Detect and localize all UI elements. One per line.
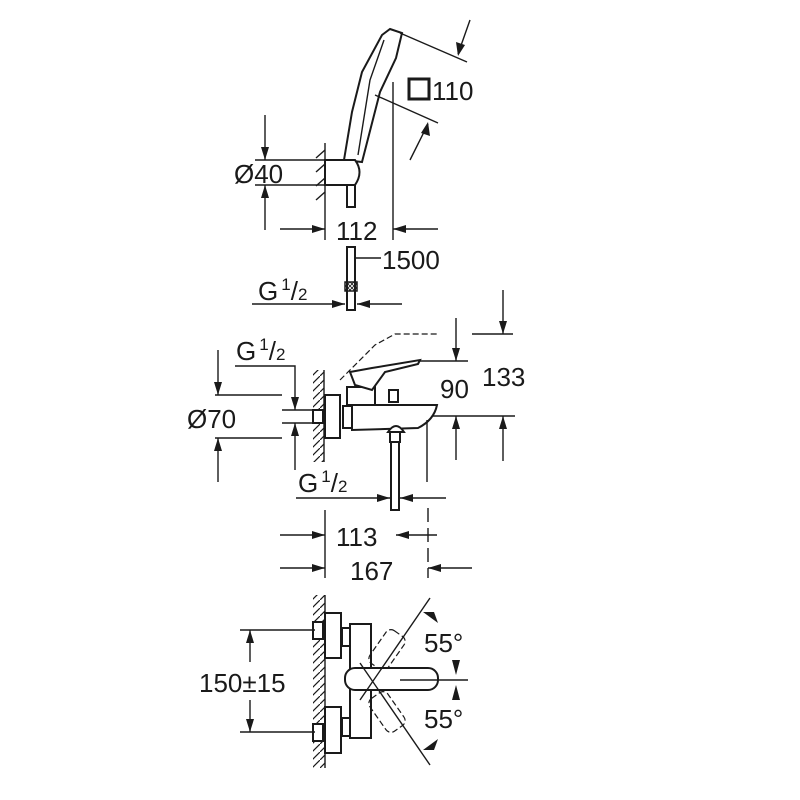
arrow-icon — [396, 531, 409, 539]
spout-projection-label: 167 — [350, 556, 393, 586]
arrow-icon — [261, 147, 269, 160]
holder-diameter-label: Ø40 — [234, 159, 283, 189]
escutcheon — [324, 394, 341, 439]
shower-holder — [324, 159, 361, 186]
wall-hatch — [315, 149, 326, 201]
lever-height-label: 133 — [482, 362, 525, 392]
spout-height-label: 90 — [440, 374, 469, 404]
arrow-icon — [452, 416, 460, 429]
arrow-icon — [246, 719, 254, 732]
arrow-icon — [421, 122, 430, 136]
arrow-icon — [261, 185, 269, 198]
arrow-icon — [400, 494, 413, 502]
outlet-projection-label: 113 — [336, 522, 377, 552]
arrow-icon — [423, 739, 438, 750]
lever-front — [344, 667, 439, 691]
hose-length-label: 1500 — [382, 245, 440, 275]
hose-nut — [344, 281, 358, 292]
escutcheon-bottom — [324, 706, 342, 754]
angle-down-label: 55° — [424, 704, 463, 734]
wall-hatch — [313, 595, 325, 768]
lever-open-position — [339, 333, 438, 381]
arrow-icon — [456, 42, 465, 56]
arrow-icon — [423, 612, 438, 623]
angle-up-label: 55° — [424, 628, 463, 658]
arrow-icon — [291, 423, 299, 436]
arrow-icon — [291, 397, 299, 410]
arrow-icon — [499, 416, 507, 429]
arrow-icon — [312, 225, 325, 233]
lever-up-position — [368, 629, 406, 671]
projection-label: 112 — [336, 216, 377, 246]
arrow-icon — [377, 494, 390, 502]
arrow-icon — [499, 321, 507, 334]
arrow-icon — [452, 660, 460, 675]
lever — [348, 358, 422, 392]
head-size-label: 110 — [432, 76, 473, 106]
inlet-nut — [312, 409, 324, 424]
square-symbol-icon — [407, 77, 431, 101]
escutcheon-diameter-label: Ø70 — [187, 404, 236, 434]
mixer-body — [351, 404, 439, 432]
arrow-icon — [332, 300, 345, 308]
arrow-icon — [214, 382, 222, 395]
hose-top — [346, 184, 356, 208]
arrow-icon — [428, 564, 441, 572]
arrow-icon — [312, 564, 325, 572]
bath-hose-outlet — [390, 441, 400, 511]
arrow-icon — [312, 531, 325, 539]
lever-down-position — [368, 691, 406, 733]
arrow-icon — [452, 685, 460, 700]
inlet-spacing-label: 150±15 — [199, 668, 286, 698]
shower-hose — [346, 246, 356, 311]
arrow-icon — [393, 225, 406, 233]
escutcheon-top — [324, 612, 342, 659]
bath-mixer-front-view: 55° 55° 150±15 — [199, 595, 468, 768]
arrow-icon — [214, 438, 222, 451]
arrow-icon — [246, 630, 254, 643]
diverter-knob — [388, 389, 399, 403]
connector — [342, 405, 353, 429]
arrow-icon — [357, 300, 370, 308]
arrow-icon — [452, 348, 460, 361]
